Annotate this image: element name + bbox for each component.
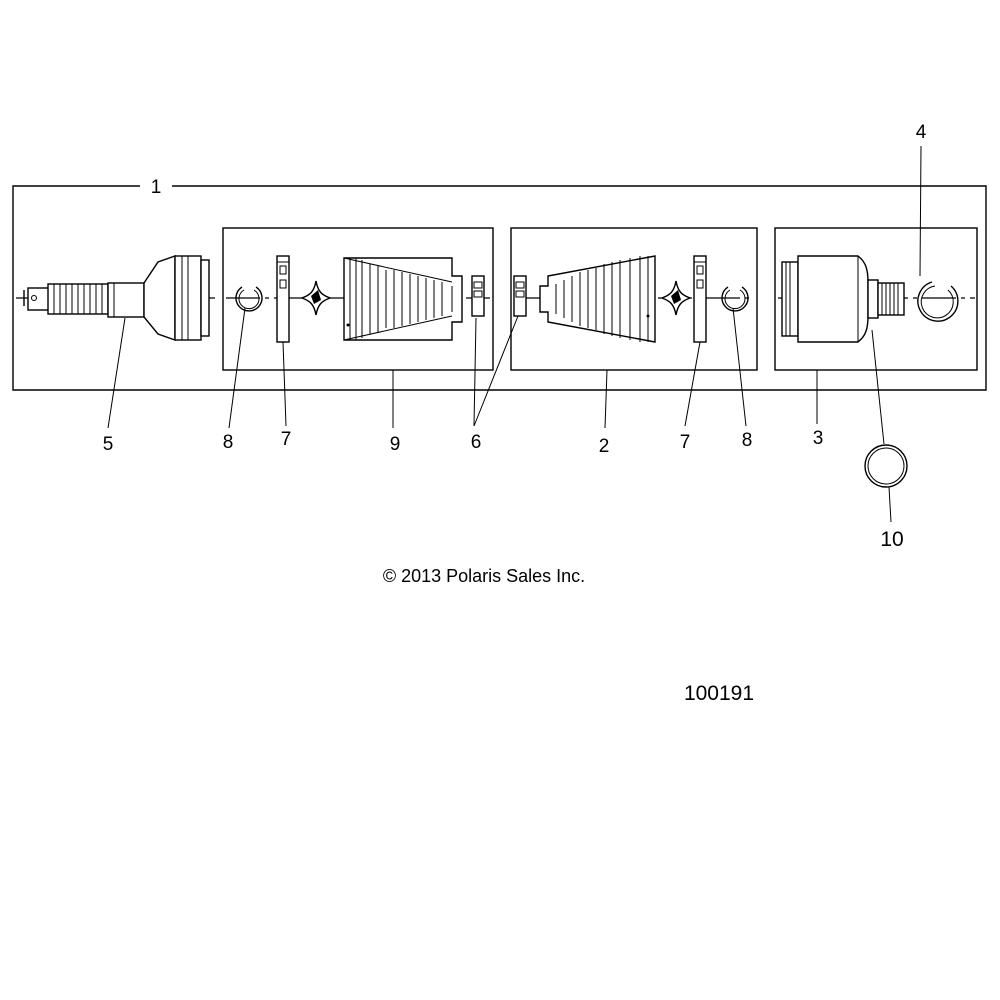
retainer-star-right-part	[660, 280, 692, 316]
callout-7-left: 7	[281, 429, 292, 450]
circlip-right-part	[721, 286, 749, 312]
kit-box-2	[510, 227, 758, 371]
callout-7-right: 7	[680, 432, 691, 453]
callout-8-left: 8	[223, 432, 234, 453]
cv-boot-outer-part	[343, 257, 463, 341]
cv-boot-inner-part	[539, 255, 656, 343]
callout-9: 9	[390, 434, 401, 455]
callout-10: 10	[880, 528, 903, 551]
callout-8-right: 8	[742, 430, 753, 451]
retaining-ring-part	[917, 281, 959, 322]
callout-4: 4	[916, 122, 927, 143]
retainer-star-left-part	[300, 280, 332, 316]
callout-2: 2	[599, 436, 610, 457]
assembly-outline	[12, 185, 987, 391]
inner-cv-joint-part	[781, 255, 905, 343]
callout-1: 1	[151, 177, 162, 198]
small-clamp-left-part	[471, 275, 485, 317]
leader-lines	[107, 145, 922, 523]
outer-cv-joint-part	[23, 255, 210, 341]
callout-3: 3	[813, 428, 824, 449]
o-ring-part	[864, 444, 908, 488]
figure-number: 100191	[684, 682, 754, 705]
boot-clamp-right-part	[693, 255, 707, 343]
circlip-left-part	[235, 286, 263, 312]
callout-5: 5	[103, 434, 114, 455]
kit-box-9	[222, 227, 494, 371]
small-clamp-right-part	[513, 275, 527, 317]
copyright-text: © 2013 Polaris Sales Inc.	[383, 566, 585, 586]
boot-clamp-left-part	[276, 255, 290, 343]
callout-6: 6	[471, 432, 482, 453]
